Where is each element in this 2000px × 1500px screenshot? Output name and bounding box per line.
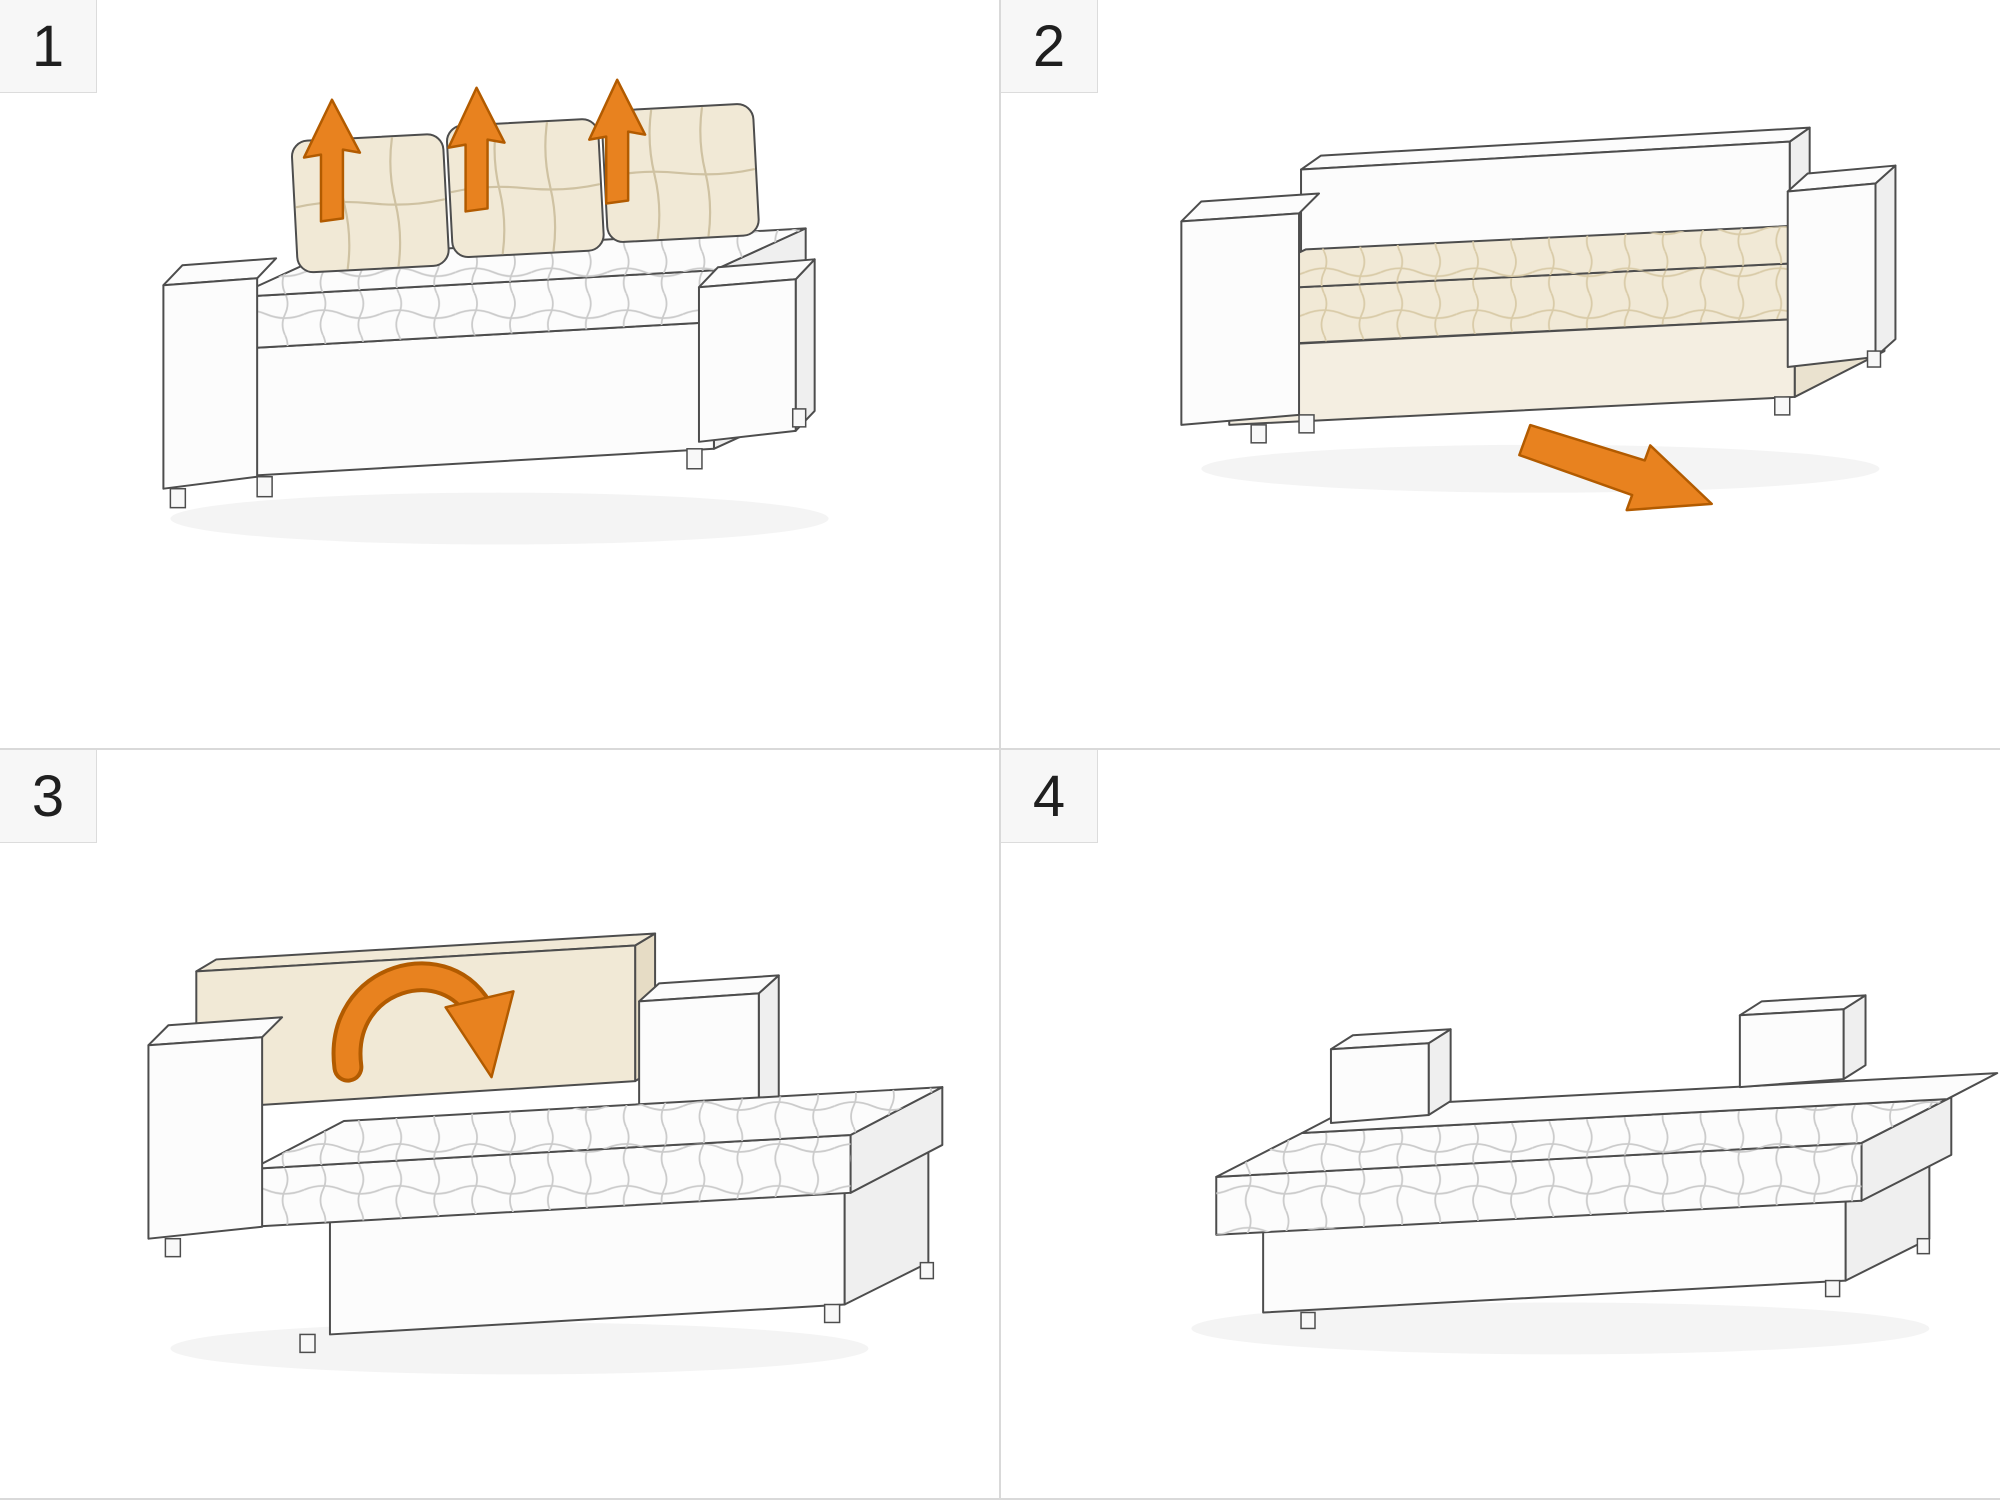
step-number: 3 <box>31 763 65 829</box>
armrest-right <box>1738 994 1867 1089</box>
lift-arrow-up-icon <box>447 86 506 213</box>
leg <box>686 448 703 470</box>
leg <box>1866 350 1882 368</box>
leg <box>256 475 273 498</box>
illustration-step-3 <box>147 932 944 1375</box>
leg <box>1916 1237 1931 1255</box>
leg <box>823 1303 841 1324</box>
mattress-top-quilting <box>1216 1099 1948 1177</box>
floor-shadow <box>170 492 829 545</box>
leg <box>919 1261 935 1280</box>
lift-arrows <box>302 78 647 223</box>
tuft-line <box>389 137 402 267</box>
tuft-line <box>493 124 506 255</box>
armrest-side <box>1874 164 1897 359</box>
seat-top-quilting <box>233 228 806 298</box>
leg <box>1298 414 1315 434</box>
seat-top-quilting <box>252 1087 943 1169</box>
step-number-badge: 4 <box>1001 750 1098 843</box>
step-number-badge: 1 <box>0 0 97 93</box>
backrest-panel <box>195 932 657 1111</box>
seat-front-quilting <box>233 270 714 350</box>
armrest-front <box>1738 1008 1845 1089</box>
armrest-front <box>1786 182 1877 369</box>
leg <box>791 408 807 428</box>
sofa-bed <box>1215 994 1999 1330</box>
pull-arrow-down-right-icon <box>1518 423 1713 512</box>
floor-shadow <box>1191 1302 1930 1355</box>
armrest-left <box>1329 1028 1452 1124</box>
mattress <box>1215 1096 1953 1236</box>
step-number: 2 <box>1032 13 1066 79</box>
panel-step-3: 3 <box>0 750 999 1498</box>
lift-arrow-up-icon <box>302 98 362 223</box>
floor-shadow <box>1201 444 1880 493</box>
tuft-line <box>295 198 446 209</box>
sofa <box>162 103 816 509</box>
mattress-front-quilting <box>1216 1142 1862 1235</box>
fold-arrow-head <box>444 990 515 1079</box>
armrest-left <box>147 1016 284 1240</box>
fold-arrow-curved-icon <box>335 965 494 1079</box>
armrest-side <box>794 258 816 432</box>
lift-arrow-up-icon <box>588 78 647 205</box>
armrest-right <box>697 258 816 443</box>
illustration-step-4 <box>1191 994 1999 1355</box>
leg <box>1824 1279 1841 1298</box>
illustration-step-2 <box>1180 126 1897 512</box>
armrest-left <box>162 257 278 490</box>
sofa <box>1180 126 1897 444</box>
pull-arrow <box>1518 423 1713 512</box>
leg <box>1300 1311 1316 1330</box>
sofa <box>147 932 944 1354</box>
armrest-front <box>147 1036 264 1240</box>
panel-step-4: 4 <box>1001 750 2000 1498</box>
seat-platform <box>251 1086 944 1228</box>
step-number-badge: 3 <box>0 750 97 843</box>
leg <box>169 487 187 509</box>
armrest-left <box>1180 192 1320 426</box>
step-number: 4 <box>1032 763 1066 829</box>
tuft-line <box>648 109 661 240</box>
tuft-line <box>544 122 557 252</box>
armrest-right <box>1786 164 1897 369</box>
panel-step-2: 2 <box>1001 0 2000 748</box>
step-number-badge: 2 <box>1001 0 1098 93</box>
armrest-front <box>162 277 259 490</box>
step-number: 1 <box>31 13 65 79</box>
armrest-front <box>1180 212 1301 426</box>
leg <box>299 1333 316 1354</box>
sofa-base <box>328 1145 930 1336</box>
floor-shadow <box>170 1322 869 1375</box>
armrest-front <box>1329 1042 1430 1124</box>
seat-top-quilting <box>1216 221 1885 292</box>
leg <box>1250 424 1267 444</box>
tuft-line <box>699 106 712 237</box>
leg <box>164 1237 182 1258</box>
panel-step-1: 1 <box>0 0 999 748</box>
leg <box>1774 396 1791 416</box>
fold-arrow <box>331 961 515 1083</box>
illustration-step-1 <box>162 78 829 545</box>
seat-front-quilting <box>252 1134 851 1227</box>
armrest-front <box>697 278 797 443</box>
